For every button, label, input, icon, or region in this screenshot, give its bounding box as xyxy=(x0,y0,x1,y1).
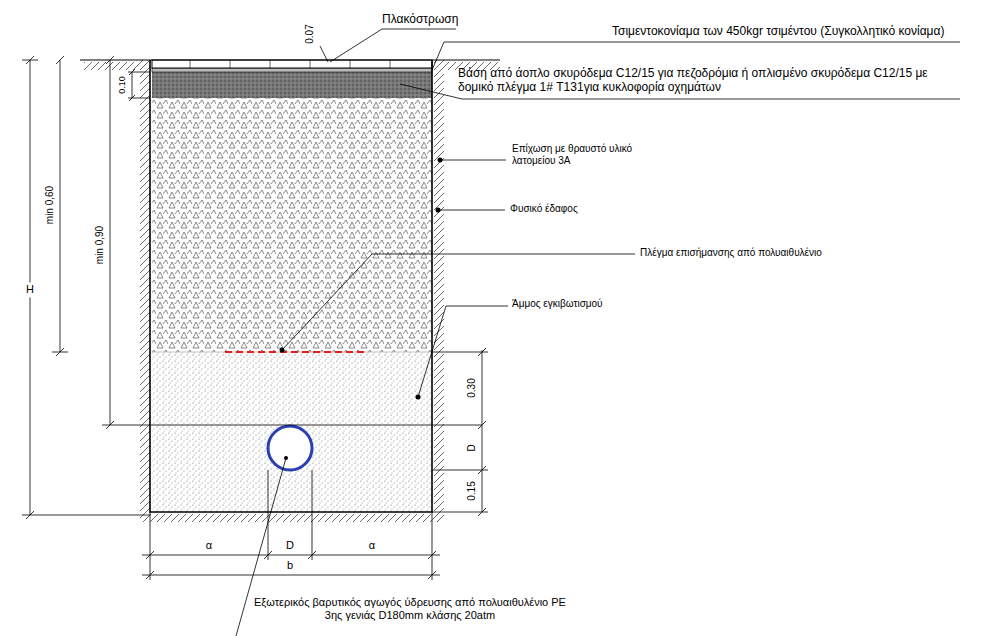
pipe xyxy=(268,426,312,470)
layer-label: Τσιμεντοκονίαμα των 450kgr τσιμέντου (Συ… xyxy=(612,24,944,38)
dimension: min 0,90 xyxy=(94,226,106,264)
layer-label: Άμμος εγκιβωτισμού xyxy=(512,298,603,310)
layer-label: Επίχωση με θραυστό υλικό λατομείου 3Α xyxy=(512,143,662,167)
natural-soil xyxy=(80,60,500,522)
leader-dots xyxy=(280,158,443,461)
leader-lines xyxy=(236,29,960,636)
trench-layers xyxy=(152,60,432,512)
layer-label: Φυσικό έδαφος xyxy=(510,203,578,215)
dimension: 0.30 xyxy=(466,378,478,397)
layer-label: Πλακόστρωση xyxy=(382,12,458,26)
layer-label: Πλέγμα επισήμανσης από πολυαιθυλένιο xyxy=(640,247,822,259)
marker-mesh xyxy=(225,351,365,353)
layer-label: Βάση από άοπλο σκυρόδεμα C12/15 για πεζο… xyxy=(458,66,963,95)
dimension: D xyxy=(466,444,478,451)
dimension: 0.15 xyxy=(466,481,478,500)
dimension: H xyxy=(24,282,36,297)
dimension: min 0,60 xyxy=(44,186,56,224)
dimension: α xyxy=(206,539,212,552)
pipe-label: Εξωτερικός βαρυτικός αγωγός ύδρευσης από… xyxy=(250,596,570,622)
dimension: 0.07 xyxy=(304,24,316,43)
dimension: 0.10 xyxy=(117,76,128,94)
dimension: α xyxy=(369,539,375,552)
dimension: b xyxy=(287,559,293,572)
dimension-lines xyxy=(22,56,488,580)
dimension: D xyxy=(286,539,294,552)
